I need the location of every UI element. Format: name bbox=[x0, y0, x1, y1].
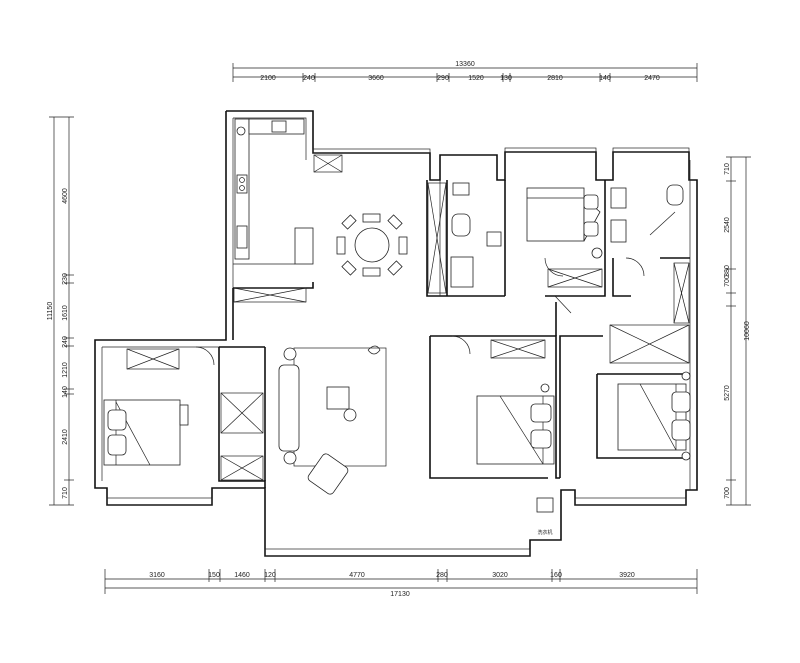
shower-icon bbox=[450, 256, 474, 288]
interior-walls bbox=[218, 180, 690, 488]
right-dim-4: 380 bbox=[724, 265, 731, 277]
bottom-dim-2: 150 bbox=[208, 572, 220, 579]
lounge-chair bbox=[307, 453, 349, 495]
left-dimension-chain: 11150 4600 230 1610 240 1210 140 2410 71… bbox=[47, 116, 74, 506]
right-dimension-chain: 10060 710 2540 700 380 5270 700 bbox=[724, 156, 751, 506]
top-dim-9: 2470 bbox=[644, 75, 660, 82]
bottom-dim-9: 3920 bbox=[619, 572, 635, 579]
toilet-icon bbox=[451, 213, 471, 237]
right-dim-1: 710 bbox=[724, 163, 731, 175]
dining-table bbox=[354, 227, 390, 263]
bottom-dim-8: 160 bbox=[550, 572, 562, 579]
sofa bbox=[278, 364, 300, 452]
top-total-dim: 13360 bbox=[455, 61, 475, 68]
top-dim-7: 2810 bbox=[547, 75, 563, 82]
coffee-table bbox=[326, 386, 350, 410]
left-dim-4: 240 bbox=[62, 336, 69, 348]
dining-area bbox=[336, 213, 408, 277]
right-dim-5: 5270 bbox=[724, 385, 731, 401]
top-dim-5: 1520 bbox=[468, 75, 484, 82]
left-dim-7: 2410 bbox=[62, 429, 69, 445]
right-dim-3: 700 bbox=[724, 275, 731, 287]
bedroom-master bbox=[617, 371, 691, 461]
dining-chairs bbox=[336, 213, 408, 277]
bedroom-top-right bbox=[526, 187, 603, 259]
left-dim-8: 710 bbox=[62, 487, 69, 499]
bottom-dim-5: 4770 bbox=[349, 572, 365, 579]
top-dim-1: 2100 bbox=[260, 75, 276, 82]
right-dim-2: 2540 bbox=[724, 217, 731, 233]
left-dim-2: 230 bbox=[62, 273, 69, 285]
bed bbox=[526, 187, 585, 242]
right-total-dim: 10060 bbox=[744, 321, 751, 341]
bedroom-left bbox=[103, 399, 189, 466]
right-dim-6: 700 bbox=[724, 487, 731, 499]
bathrooms bbox=[450, 182, 684, 288]
top-dim-2: 240 bbox=[303, 75, 315, 82]
stove-icon bbox=[236, 174, 248, 194]
left-dim-3: 1610 bbox=[62, 305, 69, 321]
bottom-dim-4: 120 bbox=[264, 572, 276, 579]
door-arcs bbox=[195, 257, 645, 366]
left-dim-6: 140 bbox=[62, 386, 69, 398]
bottom-dim-3: 1460 bbox=[234, 572, 250, 579]
storage-cabinets bbox=[126, 154, 690, 481]
left-total-dim: 11150 bbox=[47, 302, 54, 321]
top-dim-4: 290 bbox=[437, 75, 449, 82]
left-dim-1: 4600 bbox=[62, 188, 69, 204]
bottom-dim-6: 280 bbox=[436, 572, 448, 579]
fridge-icon bbox=[294, 227, 314, 265]
bedroom-center-right bbox=[476, 383, 555, 465]
top-dim-8: 140 bbox=[599, 75, 611, 82]
left-dim-5: 1210 bbox=[62, 362, 69, 378]
laundry-label: 洗衣机 bbox=[537, 529, 552, 536]
top-dim-3: 3660 bbox=[368, 75, 384, 82]
washer-icon bbox=[536, 497, 554, 513]
plant-icon bbox=[367, 345, 381, 355]
top-dim-6: 130 bbox=[500, 75, 512, 82]
bottom-dimension-chain: 3160 150 1460 120 4770 280 3020 160 3920… bbox=[104, 569, 698, 598]
exterior-walls bbox=[94, 110, 698, 557]
top-dimension-chain: 13360 2100 240 3660 290 1520 130 2810 14… bbox=[232, 61, 698, 82]
toilet-icon-2 bbox=[666, 184, 684, 206]
bottom-dim-7: 3020 bbox=[492, 572, 508, 579]
bottom-total-dim: 17130 bbox=[390, 591, 410, 598]
kitchen bbox=[233, 118, 314, 265]
bottom-dim-1: 3160 bbox=[149, 572, 165, 579]
living-room bbox=[278, 345, 387, 495]
